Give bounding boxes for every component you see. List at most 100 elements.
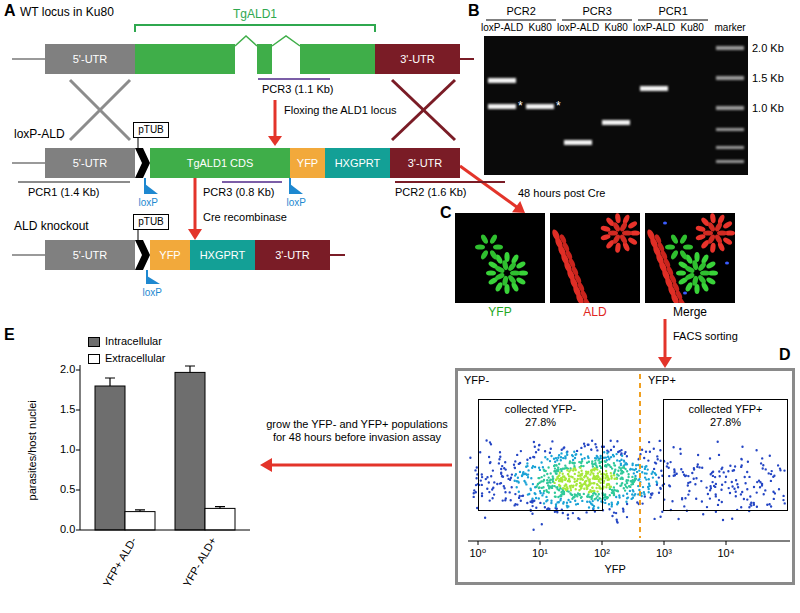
legend-swatch	[88, 337, 100, 347]
lane-label: Ku80	[529, 22, 552, 34]
gate-label: 27.8%	[525, 416, 556, 429]
axis-tick: 10²	[594, 547, 610, 560]
cell-blob	[697, 261, 707, 272]
lane-label: loxP-ALD	[633, 22, 675, 34]
segment-label: pTUB	[138, 125, 164, 135]
segment-label: HXGPRT	[335, 158, 381, 169]
image-ground	[550, 213, 640, 303]
cell-blob	[619, 233, 629, 244]
site-label: loxP	[139, 197, 158, 209]
cell-blob	[692, 260, 699, 271]
gene-segment: YFP	[290, 148, 325, 178]
cell-blob	[679, 249, 689, 260]
micrograph: ALD	[550, 213, 640, 319]
process-arrow	[188, 178, 202, 240]
segment-label: TgALD1 CDS	[187, 158, 254, 169]
segment-label: YFP	[297, 158, 318, 169]
pcr-product: PCR3 (1.1 Kb)	[262, 83, 334, 96]
cell-blob	[515, 276, 526, 286]
cell-blob	[486, 270, 496, 275]
lane-label: marker	[715, 22, 746, 34]
annotation: grow the YFP- and YFP+ populations for 4…	[262, 418, 452, 443]
legend-label: Extracellular	[105, 352, 166, 365]
cell-blob	[502, 260, 509, 271]
gene-segment: 5'-UTR	[45, 148, 135, 178]
segment-label: 5'-UTR	[73, 158, 108, 169]
gene-segment: HXGPRT	[190, 240, 255, 270]
axis-title: YFP	[605, 563, 626, 576]
arrow-shaft	[664, 319, 667, 359]
image-caption: Merge	[645, 305, 735, 319]
cell-blob	[622, 230, 632, 235]
cell-blob	[515, 260, 526, 270]
gate-label: collected YFP+	[688, 403, 762, 416]
micrograph-image	[550, 213, 640, 303]
cell-blob	[612, 221, 622, 232]
cell-blob	[697, 274, 707, 285]
cell-blob	[684, 272, 695, 281]
micrograph: Merge	[645, 213, 735, 319]
cell-blob	[678, 297, 687, 303]
gene-segment: 5'-UTR	[45, 44, 135, 74]
axis-tick: 10⁰	[470, 547, 487, 560]
segment-label: 3'-UTR	[275, 250, 310, 261]
category-label: YFP- ALD+	[181, 535, 220, 589]
lane-group: PCR1	[659, 5, 688, 18]
cell-blob	[480, 234, 490, 245]
cell-blob	[494, 272, 505, 281]
gene-segment: 3'-UTR	[390, 148, 460, 178]
cell-blob	[707, 221, 717, 232]
panel-letter: B	[468, 2, 480, 20]
band-mark: *	[518, 100, 523, 114]
cell-blob	[489, 249, 499, 260]
site-label: loxP	[143, 287, 162, 299]
cell-blob	[507, 261, 517, 272]
cell-blob	[615, 213, 622, 224]
axis-tick: 0.5	[60, 483, 75, 496]
sort-gate: collected YFP+27.8%	[663, 399, 788, 511]
legend-swatch	[88, 354, 100, 364]
panel-letter: A	[4, 2, 16, 20]
cell-blob	[480, 249, 490, 260]
size-marker: 1.5 Kb	[752, 72, 784, 85]
arrow-head	[658, 357, 672, 368]
segment-label: 3'-UTR	[408, 158, 443, 169]
cell-blob	[494, 281, 504, 292]
promoter-box: pTUB	[133, 214, 169, 230]
gene-segment: YFP	[150, 240, 190, 270]
cell-blob	[676, 270, 686, 275]
cell-blob	[722, 236, 733, 246]
cell-blob	[683, 244, 693, 249]
cell-blob	[583, 297, 592, 303]
cell-blob	[700, 270, 710, 275]
arrow-head	[512, 201, 525, 213]
cell-blob	[665, 244, 675, 249]
lane-label: Ku80	[681, 22, 704, 34]
process-arrow	[260, 458, 452, 472]
locus-title: loxP-ALD	[14, 128, 65, 142]
axis-tick: 10⁴	[718, 547, 735, 560]
scatter-points	[514, 451, 659, 510]
site-label: loxP	[287, 197, 306, 209]
cell-blob	[717, 230, 727, 235]
cell-blob	[722, 220, 733, 230]
gate-region-label: YFP+	[648, 374, 676, 386]
image-ground	[645, 213, 735, 303]
segment-label: HXGPRT	[200, 250, 246, 261]
legend-label: Intracellular	[105, 335, 162, 348]
process-arrow	[658, 319, 672, 368]
cell-blob	[683, 292, 687, 295]
panel-letter: E	[4, 326, 15, 344]
scatter-points	[553, 466, 617, 493]
cell-blob	[703, 230, 713, 235]
cell-blob	[679, 234, 689, 245]
cell-blob	[489, 234, 499, 245]
arrow-head	[188, 229, 202, 240]
image-ground	[455, 213, 545, 303]
cell-blob	[714, 233, 724, 244]
pcr-product: PCR1 (1.4 Kb)	[28, 186, 100, 199]
step-label: FACS sorting	[673, 330, 738, 343]
band-mark: *	[556, 100, 561, 114]
cell-blob	[510, 270, 520, 275]
